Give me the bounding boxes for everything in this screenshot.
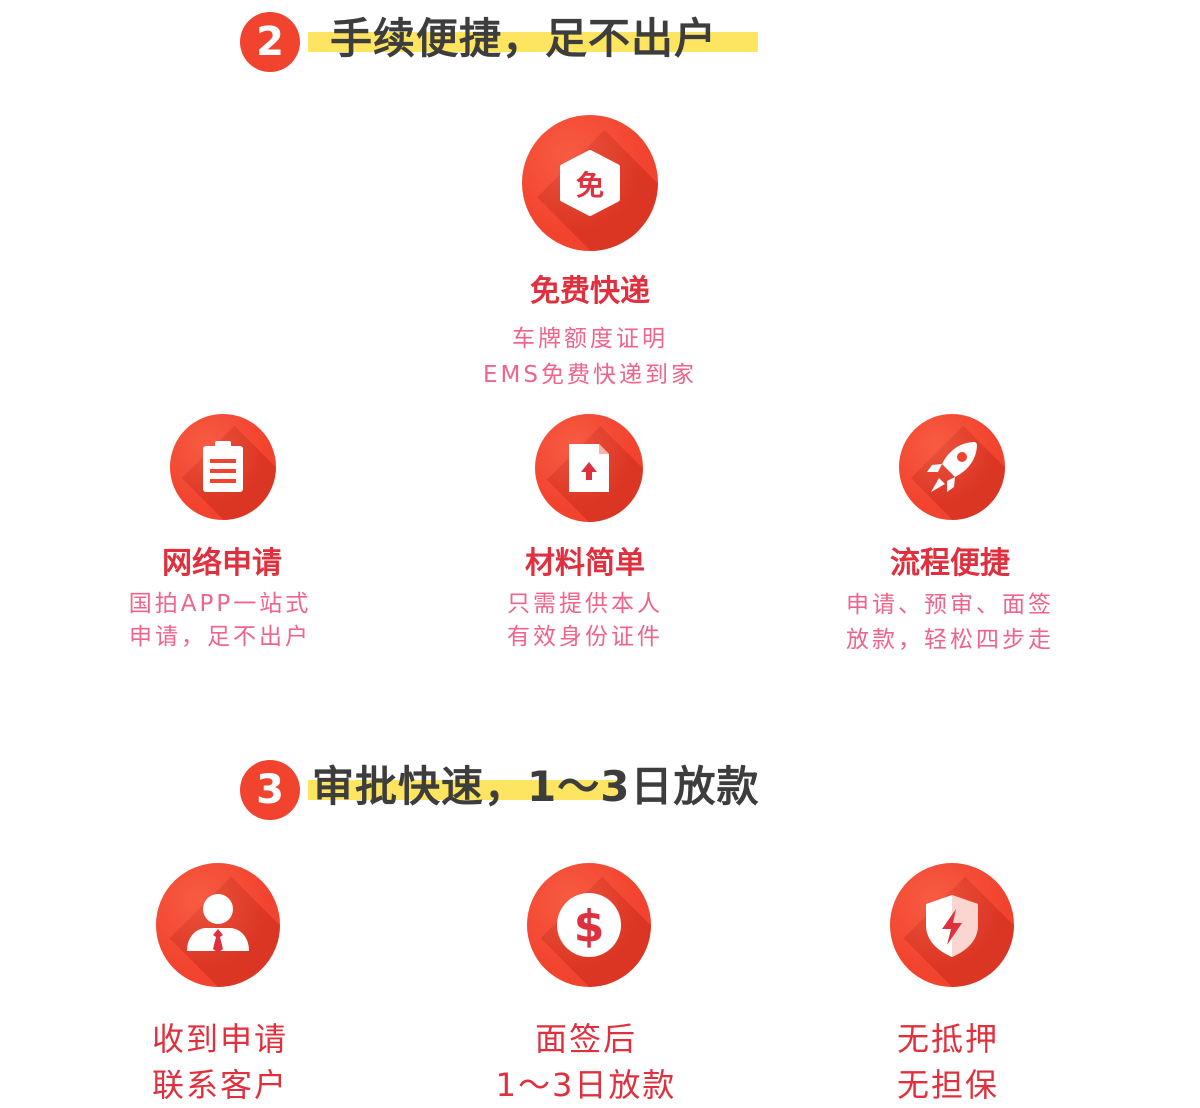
section3-highlight-bar [308,780,618,800]
simple-materials-line2: 有效身份证件 [507,624,663,650]
no-collateral-line1: 无抵押 [896,1020,999,1058]
shield-bolt-icon [926,895,978,957]
person-icon [187,894,249,953]
contact-customer-line1: 收到申请 [151,1020,288,1058]
fast-loan-circle: $ [527,863,651,987]
section2-number-badge: 2 [240,12,300,72]
section3-title: 审批快速，1～3日放款 [312,762,760,811]
simple-materials-line1: 只需提供本人 [507,591,663,617]
online-apply-line1: 国拍APP一站式 [128,591,312,617]
online-apply-line2: 申请，足不出户 [129,624,311,650]
online-apply-title: 网络申请 [162,546,282,581]
section3-number-badge: 3 [240,760,300,820]
simple-materials-circle [535,414,643,522]
section3-header: 3 审批快速，1～3日放款 [240,760,800,820]
section2-header: 2 手续便捷，足不出户 [240,12,780,72]
free-hexagon-icon: 免 [560,150,620,216]
section2-highlight-bar [308,32,758,52]
free-delivery-title: 免费快递 [530,274,650,309]
no-collateral-circle [890,863,1014,987]
free-delivery-line2: EMS免费快递到家 [483,362,697,388]
simple-materials-title: 材料简单 [525,546,645,581]
rocket-icon [927,442,977,492]
free-char: 免 [576,169,604,202]
convenient-process-line2: 放款，轻松四步走 [846,627,1054,653]
convenient-process-line1: 申请、预审、面签 [846,592,1054,618]
fast-loan-line2: 1～3日放款 [495,1066,677,1104]
convenient-process-circle [899,414,1005,520]
dollar-char: $ [574,901,605,952]
free-delivery-circle: 免 [522,115,658,251]
contact-customer-line2: 联系客户 [151,1066,288,1104]
online-apply-circle [170,414,276,520]
no-collateral-line2: 无担保 [896,1066,999,1104]
clipboard-icon [203,441,243,492]
convenient-process-title: 流程便捷 [890,546,1010,581]
free-delivery-line1: 车牌额度证明 [512,326,668,352]
document-upload-icon [569,444,609,492]
fast-loan-line1: 面签后 [534,1020,637,1058]
contact-customer-circle [156,863,280,987]
dollar-icon: $ [557,893,621,957]
section2-title: 手续便捷，足不出户 [330,14,718,63]
